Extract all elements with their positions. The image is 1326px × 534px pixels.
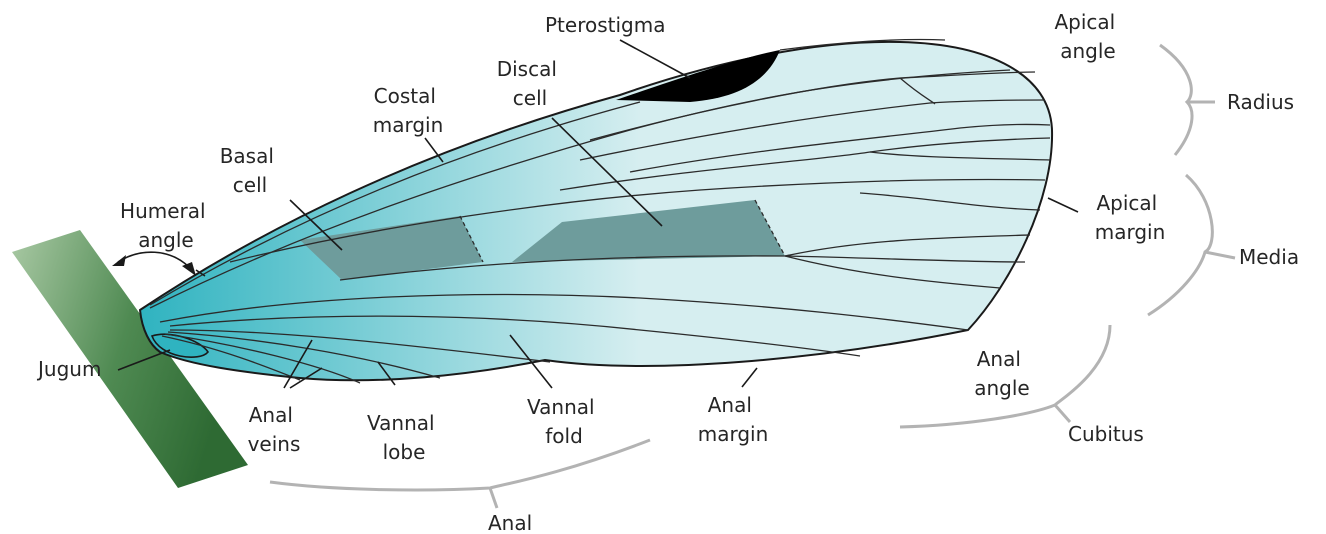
humeral-angle-arrow	[112, 252, 196, 276]
label-discal-cell: Discal cell	[497, 57, 564, 110]
label-discal-cell-line1: Discal	[497, 57, 557, 81]
label-anal-veins-line2: veins	[248, 432, 301, 456]
label-anal-margin-line1: Anal	[708, 393, 752, 417]
label-vannal-lobe-line2: lobe	[383, 440, 426, 464]
label-pterostigma: Pterostigma	[545, 13, 665, 37]
label-jugum: Jugum	[36, 357, 101, 381]
label-costal-margin-line2: margin	[373, 113, 444, 137]
label-basal-cell-line2: cell	[233, 173, 267, 197]
label-apical-angle: Apical angle	[1054, 10, 1121, 63]
label-anal-margin-line2: margin	[698, 422, 769, 446]
label-anal: Anal	[488, 511, 532, 534]
label-anal-angle: Anal angle	[974, 347, 1030, 400]
label-humeral-angle-line1: Humeral	[120, 199, 206, 223]
label-radius: Radius	[1227, 90, 1294, 114]
label-costal-margin: Costal margin	[373, 84, 444, 137]
label-humeral-angle-line2: angle	[138, 228, 194, 252]
label-apical-margin-line1: Apical	[1096, 191, 1157, 215]
label-basal-cell-line1: Basal	[220, 144, 274, 168]
label-vannal-lobe: Vannal lobe	[367, 411, 441, 464]
label-apical-margin: Apical margin	[1095, 191, 1166, 244]
label-anal-veins-line1: Anal	[249, 403, 293, 427]
label-cubitus: Cubitus	[1068, 422, 1144, 446]
label-apical-angle-line2: angle	[1060, 39, 1116, 63]
label-basal-cell: Basal cell	[220, 144, 281, 197]
label-discal-cell-line2: cell	[513, 86, 547, 110]
label-humeral-angle: Humeral angle	[120, 199, 212, 252]
label-vannal-fold: Vannal fold	[527, 395, 601, 448]
label-apical-margin-line2: margin	[1095, 220, 1166, 244]
label-anal-angle-line1: Anal	[977, 347, 1021, 371]
label-vannal-lobe-line1: Vannal	[367, 411, 435, 435]
wing-membrane	[140, 42, 1052, 380]
label-anal-angle-line2: angle	[974, 376, 1030, 400]
label-costal-margin-line1: Costal	[374, 84, 436, 108]
label-vannal-fold-line2: fold	[545, 424, 583, 448]
label-apical-angle-line1: Apical	[1054, 10, 1115, 34]
label-media: Media	[1239, 245, 1299, 269]
label-vannal-fold-line1: Vannal	[527, 395, 595, 419]
label-anal-margin: Anal margin	[698, 393, 769, 446]
label-anal-veins: Anal veins	[248, 403, 301, 456]
